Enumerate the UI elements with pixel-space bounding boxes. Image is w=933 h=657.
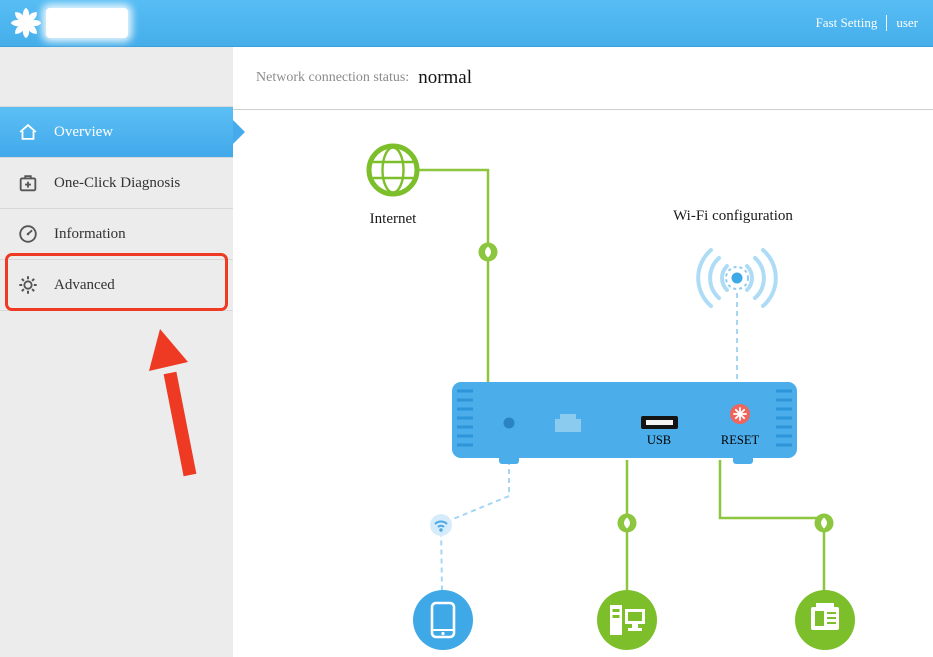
ethernet-port-icon xyxy=(555,414,581,432)
connector-leaf-node-icon xyxy=(478,242,498,262)
gauge-icon xyxy=(16,222,40,246)
router-illustration: USB RESET xyxy=(452,382,797,464)
sidebar-item-label: Overview xyxy=(54,123,114,140)
brand-logo-redacted xyxy=(46,8,128,38)
header-divider xyxy=(886,15,888,31)
internet-to-router-line xyxy=(419,168,490,385)
header-bar: Fast Setting user xyxy=(0,0,933,47)
router-indicator-light xyxy=(503,417,515,429)
sidebar-nav: Overview One-Click Diagnosis Informa xyxy=(0,47,245,657)
network-diagram: Internet Wi-Fi configuration xyxy=(233,110,933,657)
annotation-arrow-icon xyxy=(149,329,197,477)
main-content: Network connection status: normal Intern… xyxy=(233,47,933,657)
sidebar-item-one-click-diagnosis[interactable]: One-Click Diagnosis xyxy=(0,158,233,209)
user-link[interactable]: user xyxy=(896,15,918,30)
router-to-phone-line xyxy=(439,460,510,592)
connector-leaf-node-icon xyxy=(814,513,834,533)
router-to-fax-line xyxy=(718,460,826,591)
internet-globe-icon xyxy=(366,143,420,197)
sidebar-item-label: One-Click Diagnosis xyxy=(54,174,181,191)
sidebar-item-advanced[interactable]: Advanced xyxy=(0,260,233,311)
home-icon xyxy=(16,120,40,144)
usb-port-icon xyxy=(641,416,678,429)
gear-icon xyxy=(16,273,40,297)
computer-device-icon xyxy=(597,590,657,650)
sidebar-spacer xyxy=(0,47,233,107)
header-links: Fast Setting user xyxy=(807,15,927,31)
status-bar: Network connection status: normal xyxy=(233,47,933,110)
reset-label: RESET xyxy=(721,433,760,447)
huawei-logo-icon xyxy=(8,5,44,41)
usb-label: USB xyxy=(647,433,671,447)
sidebar-item-label: Information xyxy=(54,225,126,242)
status-label: Network connection status: xyxy=(256,70,410,85)
sidebar-item-overview[interactable]: Overview xyxy=(0,107,245,158)
sidebar-item-information[interactable]: Information xyxy=(0,209,233,260)
status-value: normal xyxy=(418,67,473,88)
diagnosis-kit-icon xyxy=(16,171,40,195)
internet-label: Internet xyxy=(370,211,417,227)
fast-setting-link[interactable]: Fast Setting xyxy=(815,15,878,30)
fax-device-icon xyxy=(795,590,855,650)
wifi-config-label: Wi-Fi configuration xyxy=(673,208,793,224)
router-vent-stripes xyxy=(457,389,792,447)
reset-button-icon xyxy=(730,404,750,424)
wifi-signal-icon xyxy=(696,248,778,308)
sidebar-item-label: Advanced xyxy=(54,276,115,293)
connector-leaf-node-icon xyxy=(617,513,637,533)
wifi-node-icon xyxy=(430,514,452,536)
phone-device-icon xyxy=(413,590,473,650)
